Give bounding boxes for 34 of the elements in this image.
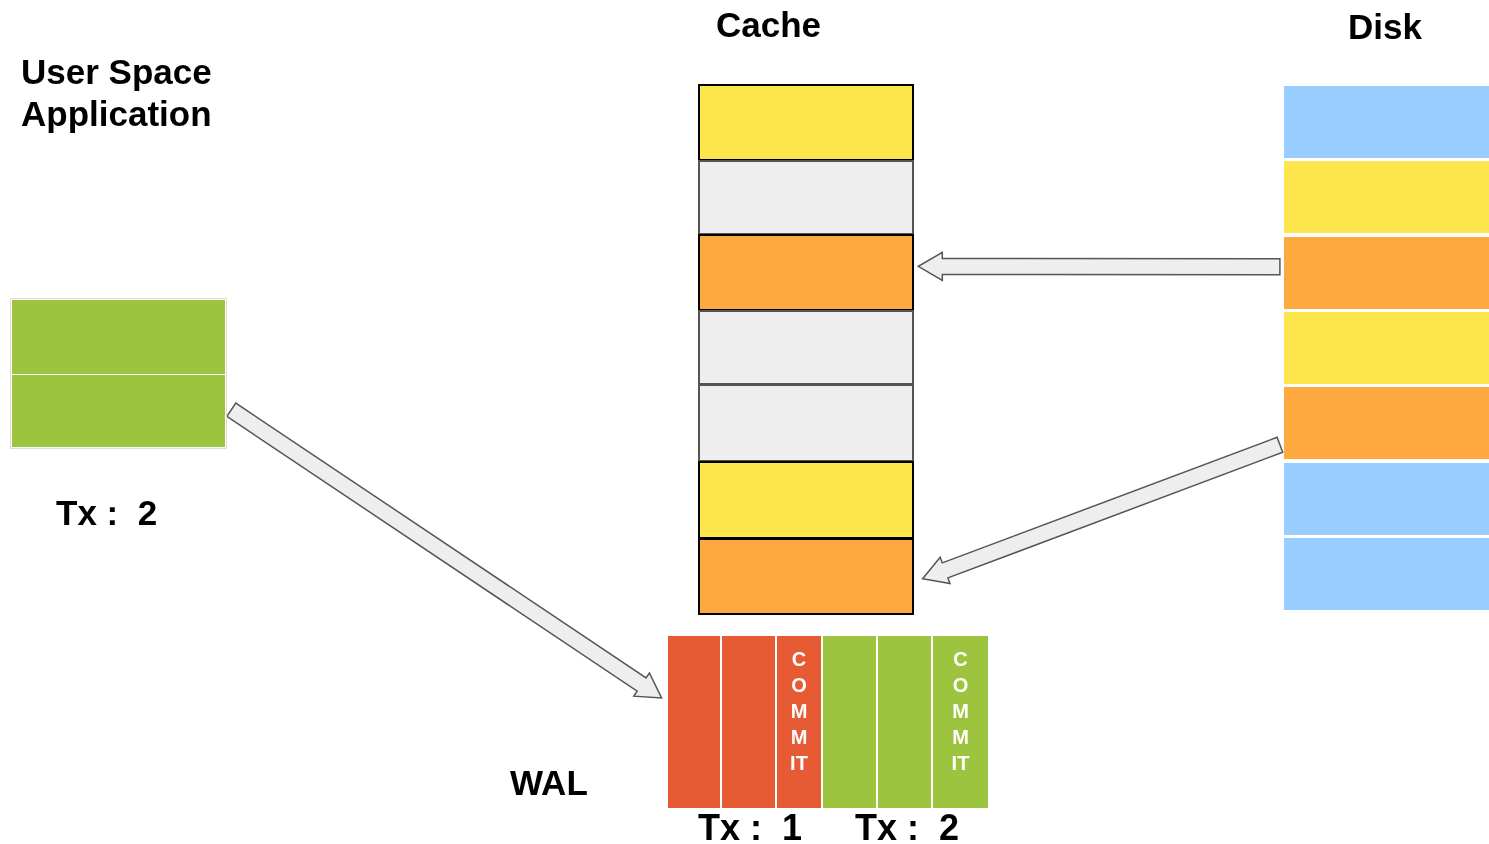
block [1284,86,1489,158]
block-arrow [916,251,1281,282]
section-heading: Disk [1348,6,1423,48]
block [1284,537,1489,610]
block [1284,311,1489,384]
block [698,310,914,385]
transaction-label: Tx : 1 [698,806,803,844]
block [698,384,914,462]
block [698,461,914,539]
block [12,375,225,447]
vertical-label: COMMIT [790,647,808,776]
block [1284,462,1489,535]
block-arrow [921,436,1284,585]
section-heading: WAL [510,762,589,804]
block [668,636,720,808]
block [1284,387,1489,460]
block [878,636,931,808]
block-arrow [225,402,663,699]
block [722,636,775,808]
commit-record [777,636,821,808]
block [698,234,914,311]
block [1284,236,1489,309]
section-heading: Cache [716,4,823,46]
block [1284,161,1489,234]
block [698,538,914,615]
vertical-label: COMMIT [951,647,970,776]
block [12,300,225,374]
block [823,636,876,808]
block [698,84,914,161]
transaction-label: Tx : 2 [855,806,960,844]
transaction-label: Tx : 2 [56,492,158,534]
commit-record [933,636,988,808]
block [698,160,914,235]
section-heading: User Space Application [21,51,213,135]
